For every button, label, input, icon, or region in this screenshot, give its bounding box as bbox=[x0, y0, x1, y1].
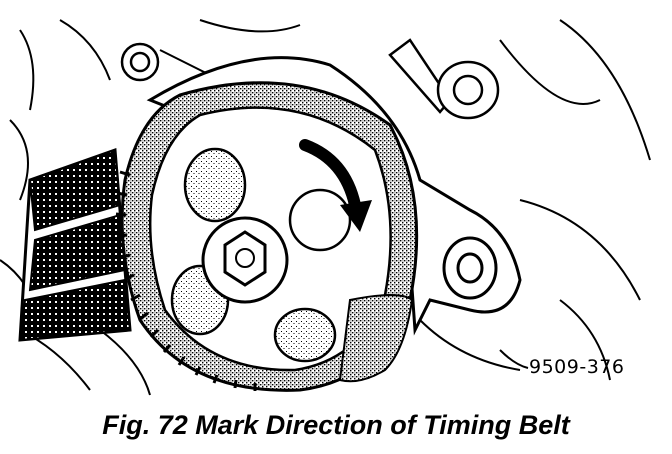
figure-reference-number: 9509-376 bbox=[529, 356, 625, 378]
sprocket bbox=[115, 81, 419, 392]
bolt-top-left bbox=[120, 42, 160, 82]
hose-fitting bbox=[388, 38, 500, 120]
timing-belt-section bbox=[18, 147, 132, 342]
curved-arrow-icon bbox=[299, 139, 372, 232]
leader-line bbox=[499, 349, 529, 369]
timing-belt-illustration bbox=[0, 19, 651, 396]
figure-caption: Fig. 72 Mark Direction of Timing Belt bbox=[102, 410, 570, 440]
belt-highlight bbox=[338, 294, 414, 383]
